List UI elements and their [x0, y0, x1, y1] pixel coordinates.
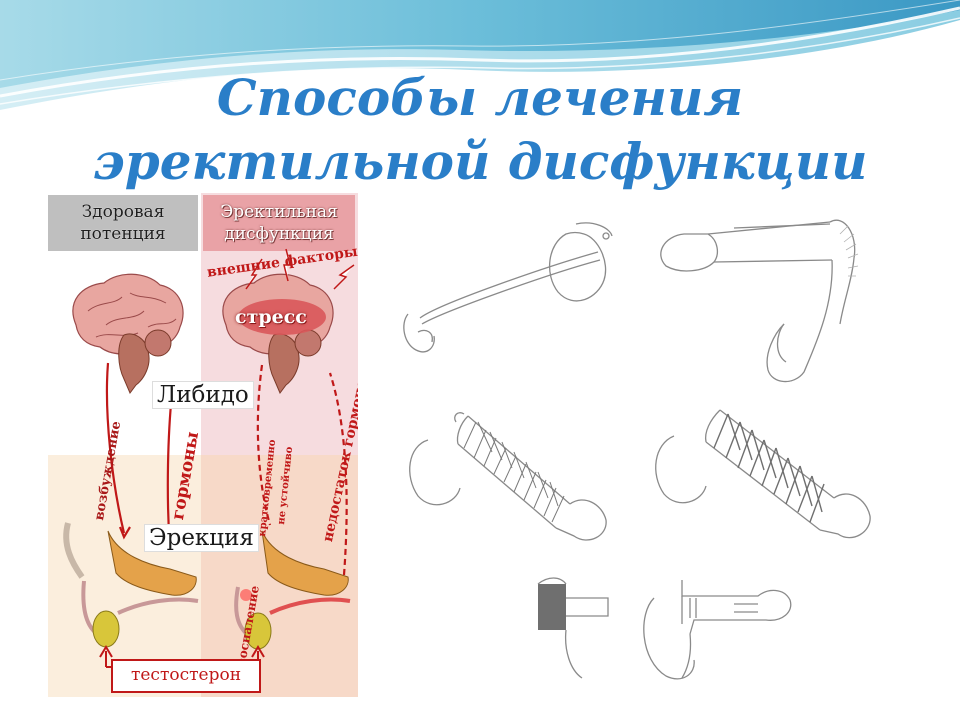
device-illustrations: [398, 214, 902, 704]
header-ed-line2: дисфункция: [224, 224, 334, 244]
header-healthy-potency: Здоровая потенция: [48, 195, 198, 251]
potency-diagram: Здоровая потенция Эректильная дисфункция: [48, 193, 358, 697]
ed-arrows: [256, 364, 348, 576]
testosterone-label: тестостерон: [111, 659, 261, 693]
libido-label: Либидо: [152, 381, 254, 409]
constriction-ring-device: [403, 222, 613, 353]
header-ed-line1: Эректильная: [220, 202, 338, 222]
brain-stress-icon: [222, 273, 334, 394]
penile-sleeve-extension: [660, 219, 859, 383]
wave-header-decoration: [0, 0, 960, 110]
brain-healthy-icon: [72, 273, 184, 394]
header-healthy-line2: потенция: [80, 224, 166, 244]
open-tube-support-device: [643, 580, 792, 680]
stress-label: стресс: [235, 306, 307, 328]
external-factor-bolts: [245, 248, 355, 290]
body-healthy-icon: [63, 522, 199, 648]
header-erectile-dysfunction: Эректильная дисфункция: [203, 195, 355, 251]
ribbed-sleeve-device: [409, 412, 607, 541]
vacuum-cylinder-cap: [537, 577, 609, 679]
title-line-2: эректильной дисфункции: [92, 132, 868, 191]
body-ed-icon: [234, 530, 351, 650]
diagram-drawing: [63, 248, 355, 668]
title-line-1: Способы лечения: [216, 68, 744, 127]
slide-title: Способы лечения эректильной дисфункции: [0, 66, 960, 194]
erection-label: Эрекция: [144, 524, 259, 552]
header-healthy-line1: Здоровая: [81, 202, 165, 222]
spiral-sleeve-device: [655, 409, 871, 539]
